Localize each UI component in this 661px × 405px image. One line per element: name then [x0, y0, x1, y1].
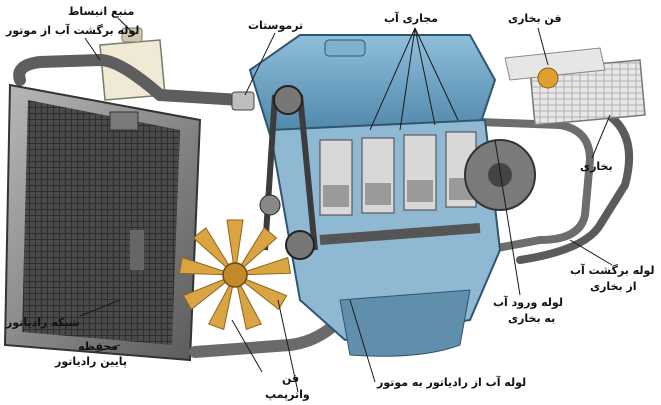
radiator [3, 83, 202, 362]
label-water-pump: واترپمپ [265, 388, 310, 401]
label-heater-return-line-1: لوله برگشت آب [570, 264, 655, 277]
label-heater-return-line-2: از بخاری [590, 280, 637, 293]
cooling-fan [178, 219, 292, 331]
heater-return-hose [516, 106, 634, 264]
heater-core [504, 47, 646, 126]
label-heater: بخاری [580, 160, 613, 173]
label-heater-inlet-line-2: به بخاری [508, 312, 556, 325]
label-heater-inlet-line-1: لوله ورود آب [493, 296, 563, 309]
label-water-jackets: مجاری آب [384, 12, 438, 25]
label-lower-tank-1: محفظه [78, 340, 119, 353]
label-fan: فن [282, 372, 300, 385]
label-lower-tank-2: پایین رادیاتور [55, 355, 127, 368]
label-thermostat: ترموستات [248, 19, 304, 32]
label-radiator-to-engine-hose: لوله آب از رادیاتور به موتور [377, 376, 527, 389]
timing-belt [259, 85, 318, 260]
heater-inlet-hose [376, 118, 595, 274]
label-expansion-tank: منبع انبساط [68, 5, 135, 18]
upper-radiator-hose [13, 53, 246, 106]
label-return-hose-to-engine: لوله برگشت آب از موتور [6, 24, 140, 37]
label-radiator-grille: شبکه رادیاتور [6, 316, 80, 329]
label-heater-fan: فن بخاری [508, 12, 562, 25]
thermostat-housing [231, 91, 255, 111]
engine-block [248, 34, 536, 357]
leader-lines [79, 17, 613, 393]
